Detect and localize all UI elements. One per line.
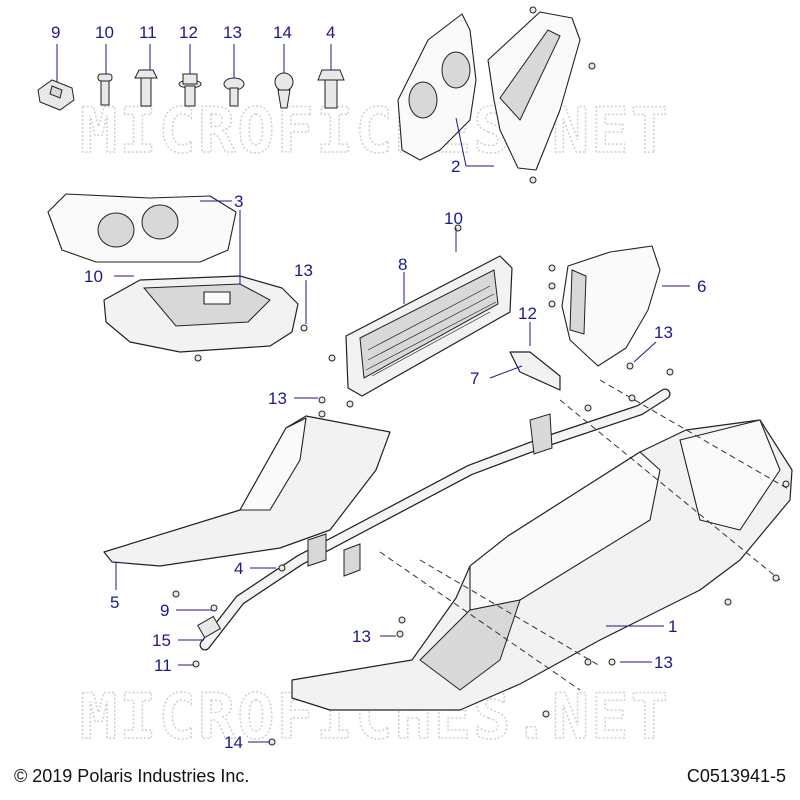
callout-13-top: 13 [223, 23, 242, 42]
callout-13-right: 13 [654, 323, 673, 342]
callout-13-low: 13 [352, 627, 371, 646]
clip-nut-icon [37, 79, 75, 111]
part-7-mount-bracket [509, 351, 561, 391]
callout-9-low: 9 [160, 601, 169, 620]
callout-11-low: 11 [154, 656, 172, 675]
bumper-tube [197, 388, 671, 651]
callout-3: 3 [234, 192, 243, 211]
callout-2: 2 [451, 157, 460, 176]
hex-bolt-icon [317, 69, 345, 109]
part-5-side-panel [103, 415, 391, 567]
callout-13-mid: 13 [268, 389, 287, 408]
flange-bolt-icon [178, 73, 202, 107]
assembly-lines [379, 379, 791, 691]
callout-7: 7 [470, 369, 479, 388]
copyright-notice: © 2019 Polaris Industries Inc. [14, 766, 250, 786]
leader-lines [56, 44, 690, 743]
callout-8: 8 [398, 255, 407, 274]
callout-10-top: 10 [95, 23, 114, 42]
callout-4-top: 4 [326, 23, 335, 42]
callout-12-right: 12 [518, 304, 537, 323]
callout-14-low: 14 [224, 733, 243, 752]
hardware-row [37, 69, 345, 111]
push-rivet-icon [274, 72, 294, 109]
part-3-headlight-bracket [47, 193, 299, 353]
part-1-front-skid [291, 419, 793, 711]
callout-12-top: 12 [179, 23, 198, 42]
part-6-corner-panel [561, 245, 661, 367]
callout-14-top: 14 [273, 23, 292, 42]
screw-icon [97, 73, 113, 106]
callout-5: 5 [110, 593, 119, 612]
bolt-icon [134, 69, 158, 107]
callout-10-left: 10 [84, 267, 103, 286]
callout-6: 6 [697, 277, 706, 296]
part-8-grille [345, 255, 513, 397]
callout-15: 15 [152, 631, 171, 650]
callout-13-left: 13 [294, 261, 313, 280]
callout-1: 1 [668, 617, 677, 636]
callouts: 9 10 11 12 13 14 4 2 3 10 13 10 8 6 12 1… [51, 23, 706, 752]
watermark-top: MICROFICHES.NET [80, 94, 670, 167]
diagram-code: C0513941-5 [686, 766, 786, 786]
loose-fasteners [172, 6, 790, 746]
callout-4-mid: 4 [234, 559, 243, 578]
callout-10-mid: 10 [444, 209, 463, 228]
part-2-brackets [397, 11, 581, 171]
callout-13-lowright: 13 [654, 653, 673, 672]
callout-11-top: 11 [139, 23, 157, 42]
callout-9-top: 9 [51, 23, 60, 42]
